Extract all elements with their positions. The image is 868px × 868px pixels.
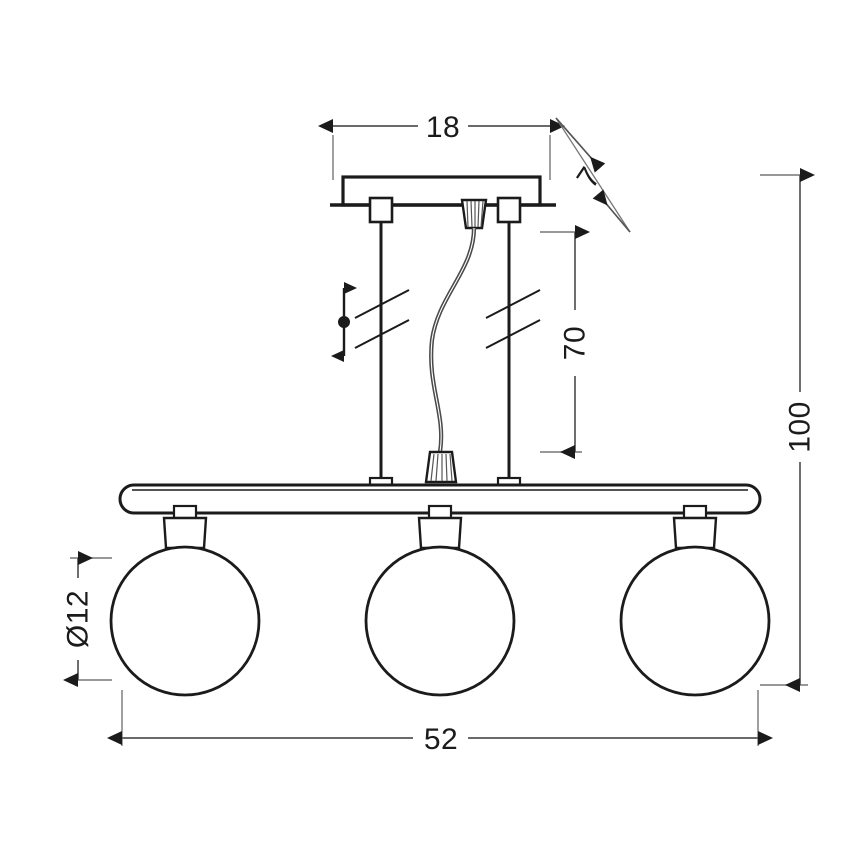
globe-assembly-center: [364, 504, 516, 697]
suspension-rod-left: [368, 196, 394, 494]
dimension-bar-length: 52: [107, 690, 773, 756]
dimension-globe-diameter: Ø12: [62, 551, 112, 687]
dimension-label-globe-diameter: Ø12: [62, 590, 95, 648]
dimension-label-100: 100: [784, 401, 817, 453]
break-mark-right-rod: [485, 289, 541, 349]
cable-gland-bottom: [424, 450, 458, 484]
cable-gland-top: [460, 198, 488, 230]
globe-assembly-left: [109, 504, 261, 697]
dimension-label-52: 52: [424, 723, 458, 756]
dimension-canopy-width: 18: [318, 111, 565, 180]
suspension-rod-right: [496, 196, 522, 494]
dimension-drop-height: 70: [540, 225, 592, 459]
dimension-label-70: 70: [559, 326, 592, 360]
dimension-canopy-thickness: 7: [555, 117, 631, 233]
dimension-overall-height: 100: [760, 168, 817, 692]
break-mark-left-rod: [354, 289, 410, 349]
height-adjustable-icon: [331, 282, 357, 362]
dimension-label-18: 18: [426, 111, 460, 144]
globe-assembly-right: [619, 504, 771, 697]
ceiling-canopy: [330, 175, 556, 207]
power-cable: [429, 227, 477, 453]
lamp-bar: [118, 483, 762, 515]
